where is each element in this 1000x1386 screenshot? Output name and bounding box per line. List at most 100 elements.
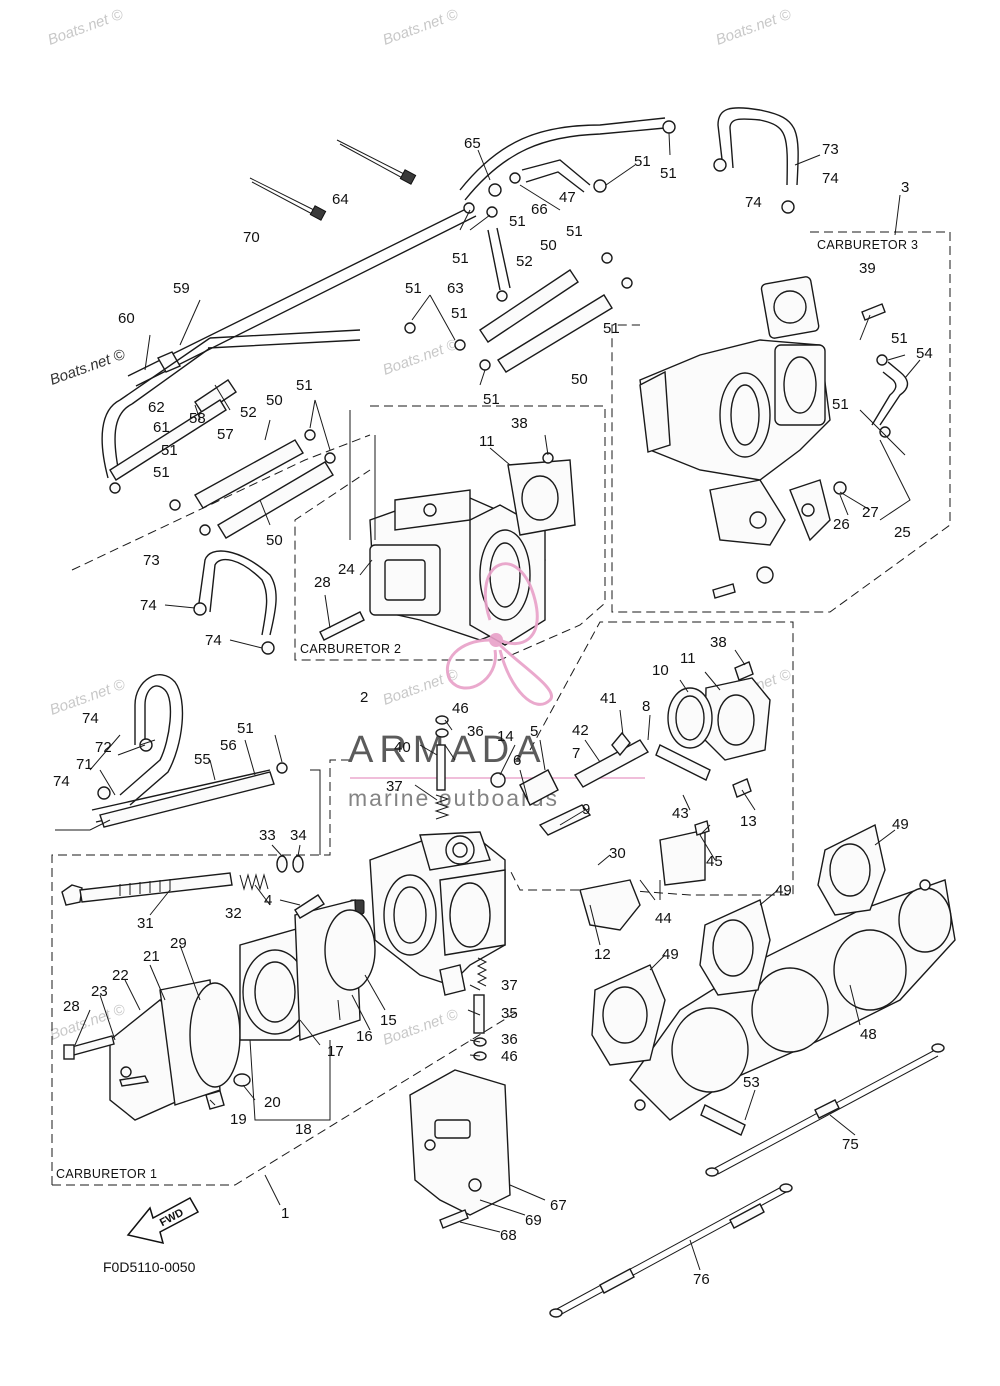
callout-74: 74 bbox=[745, 194, 762, 211]
callout-49: 49 bbox=[662, 946, 679, 963]
callout-38: 38 bbox=[511, 415, 528, 432]
callout-73: 73 bbox=[822, 141, 839, 158]
carburetor-3-assembly bbox=[639, 276, 891, 599]
callout-34: 34 bbox=[290, 827, 307, 844]
callout-60: 60 bbox=[118, 310, 135, 327]
callout-74: 74 bbox=[82, 710, 99, 727]
tubes-50-52 bbox=[99, 269, 613, 828]
callout-31: 31 bbox=[137, 915, 154, 932]
propeller-hub-icon bbox=[489, 633, 503, 647]
callout-21: 21 bbox=[143, 948, 160, 965]
propeller-logo-icon bbox=[446, 562, 554, 706]
callout-73: 73 bbox=[143, 552, 160, 569]
callout-27: 27 bbox=[862, 504, 879, 521]
callout-26: 26 bbox=[833, 516, 850, 533]
callout-51: 51 bbox=[296, 377, 313, 394]
bracket-67 bbox=[409, 1069, 511, 1229]
callout-18: 18 bbox=[295, 1121, 312, 1138]
carburetor-2-box bbox=[294, 405, 606, 661]
callout-50: 50 bbox=[540, 237, 557, 254]
callout-17: 17 bbox=[327, 1043, 344, 1060]
callout-48: 48 bbox=[860, 1026, 877, 1043]
callout-51: 51 bbox=[509, 213, 526, 230]
callout-50: 50 bbox=[571, 371, 588, 388]
pump-subassembly bbox=[490, 661, 771, 931]
callout-64: 64 bbox=[332, 191, 349, 208]
callout-74: 74 bbox=[53, 773, 70, 790]
callout-30: 30 bbox=[609, 845, 626, 862]
callout-67: 67 bbox=[550, 1197, 567, 1214]
callout-12: 12 bbox=[594, 946, 611, 963]
callout-69: 69 bbox=[525, 1212, 542, 1229]
callout-51: 51 bbox=[161, 442, 178, 459]
callout-51: 51 bbox=[891, 330, 908, 347]
carburetor-1-box-bottom bbox=[52, 1009, 521, 1186]
callout-22: 22 bbox=[112, 967, 129, 984]
callout-51: 51 bbox=[634, 153, 651, 170]
callout-43: 43 bbox=[672, 805, 689, 822]
carburetor-3-box bbox=[611, 231, 951, 613]
callout-52: 52 bbox=[516, 253, 533, 270]
callout-46: 46 bbox=[452, 700, 469, 717]
callout-19: 19 bbox=[230, 1111, 247, 1128]
watermark: Boats.net © bbox=[381, 336, 462, 379]
callout-62: 62 bbox=[148, 399, 165, 416]
carburetor-1-box bbox=[51, 759, 350, 1185]
callout-53: 53 bbox=[743, 1074, 760, 1091]
carburetor-3-label: CARBURETOR 3 bbox=[817, 238, 918, 252]
callout-49: 49 bbox=[892, 816, 909, 833]
callout-51: 51 bbox=[452, 250, 469, 267]
callout-47: 47 bbox=[559, 189, 576, 206]
linkage-rods bbox=[549, 1043, 945, 1318]
callout-56: 56 bbox=[220, 737, 237, 754]
callout-28: 28 bbox=[63, 998, 80, 1015]
callout-65: 65 bbox=[464, 135, 481, 152]
callout-4: 4 bbox=[264, 892, 272, 909]
callout-51: 51 bbox=[237, 720, 254, 737]
carburetor-1-assembly bbox=[61, 715, 506, 1121]
callout-36: 36 bbox=[467, 723, 484, 740]
hoses-upper bbox=[91, 107, 909, 823]
figure-code: F0D5110-0050 bbox=[103, 1259, 196, 1275]
callout-46: 46 bbox=[501, 1048, 518, 1065]
callout-23: 23 bbox=[91, 983, 108, 1000]
callout-71: 71 bbox=[76, 756, 93, 773]
leader-lines bbox=[55, 132, 921, 1271]
callout-42: 42 bbox=[572, 722, 589, 739]
callout-11: 11 bbox=[479, 433, 495, 450]
callout-41: 41 bbox=[600, 690, 617, 707]
callout-51: 51 bbox=[566, 223, 583, 240]
watermark: Boats.net © bbox=[381, 666, 462, 709]
clamps bbox=[97, 120, 795, 800]
callout-50: 50 bbox=[266, 392, 283, 409]
callout-52: 52 bbox=[240, 404, 257, 421]
fwd-arrow-icon: FWD bbox=[126, 1196, 200, 1245]
carburetor-1-label: CARBURETOR 1 bbox=[56, 1167, 157, 1181]
intake-manifold bbox=[591, 823, 956, 1136]
callout-7: 7 bbox=[572, 745, 580, 762]
callout-36: 36 bbox=[501, 1031, 518, 1048]
callout-32: 32 bbox=[225, 905, 242, 922]
callout-37: 37 bbox=[386, 778, 403, 795]
callout-9: 9 bbox=[582, 801, 590, 818]
callout-1: 1 bbox=[281, 1205, 289, 1222]
group-boxes bbox=[51, 231, 951, 1186]
callout-51: 51 bbox=[832, 396, 849, 413]
callout-63: 63 bbox=[447, 280, 464, 297]
callout-37: 37 bbox=[501, 977, 518, 994]
callout-8: 8 bbox=[642, 698, 650, 715]
carburetor-2-label: CARBURETOR 2 bbox=[300, 642, 401, 656]
callout-75: 75 bbox=[842, 1136, 859, 1153]
callout-51: 51 bbox=[603, 320, 620, 337]
callout-20: 20 bbox=[264, 1094, 281, 1111]
callout-3: 3 bbox=[901, 179, 909, 196]
callout-29: 29 bbox=[170, 935, 187, 952]
callout-5: 5 bbox=[530, 723, 538, 740]
watermark: Boats.net © bbox=[48, 346, 129, 389]
callout-13: 13 bbox=[740, 813, 757, 830]
callout-66: 66 bbox=[531, 201, 548, 218]
callout-68: 68 bbox=[500, 1227, 517, 1244]
callout-55: 55 bbox=[194, 751, 211, 768]
